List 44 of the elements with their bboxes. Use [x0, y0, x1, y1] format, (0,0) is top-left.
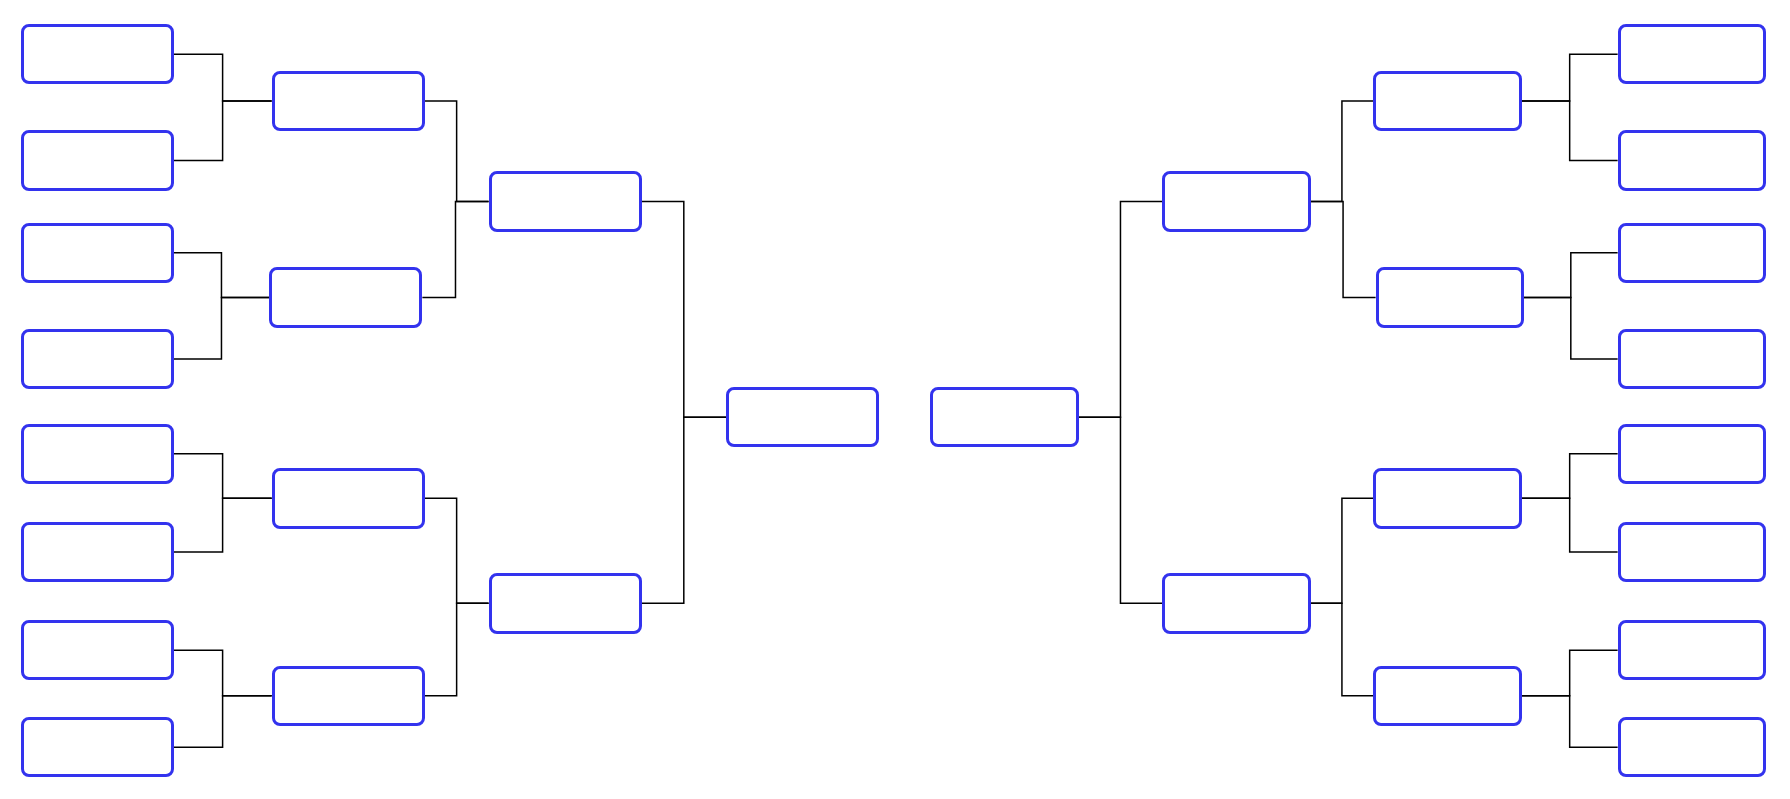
empty-bracket-slot	[1617, 423, 1766, 484]
empty-bracket-slot	[1162, 573, 1311, 634]
bracket-connector	[172, 296, 271, 360]
bracket-connector	[1521, 100, 1619, 162]
empty-bracket-slot	[1617, 23, 1766, 85]
empty-bracket-slot	[20, 619, 174, 681]
bracket-connector	[1309, 200, 1377, 299]
empty-bracket-slot	[269, 267, 423, 328]
bracket-connector	[172, 497, 273, 553]
bracket-connector	[640, 416, 727, 605]
empty-bracket-slot	[271, 70, 425, 132]
empty-bracket-slot	[1373, 665, 1522, 727]
bracket-connector	[1523, 296, 1619, 360]
bracket-connector	[1521, 497, 1619, 553]
empty-bracket-slot	[20, 23, 174, 85]
empty-bracket-slot	[20, 222, 174, 284]
bracket-connector	[172, 695, 273, 748]
bracket-connector	[172, 100, 273, 162]
empty-bracket-slot	[488, 171, 642, 232]
empty-bracket-slot	[20, 328, 174, 390]
empty-bracket-slot	[1162, 171, 1311, 232]
empty-bracket-slot	[271, 468, 425, 529]
empty-bracket-slot	[1617, 521, 1766, 583]
empty-bracket-slot	[1617, 328, 1766, 390]
empty-bracket-slot	[1373, 70, 1522, 132]
bracket-connector	[1521, 695, 1619, 748]
empty-bracket-slot	[1375, 267, 1524, 328]
bracket-connector	[421, 200, 490, 299]
empty-bracket-slot	[1617, 619, 1766, 681]
empty-bracket-slot	[1617, 222, 1766, 284]
empty-bracket-slot	[20, 521, 174, 583]
empty-bracket-slot	[1373, 468, 1522, 529]
empty-bracket-slot	[20, 423, 174, 484]
empty-bracket-slot	[1617, 130, 1766, 191]
empty-bracket-slot	[1617, 716, 1766, 778]
empty-bracket-slot	[726, 387, 879, 448]
bracket-connector	[1309, 602, 1375, 697]
empty-bracket-slot	[271, 665, 425, 727]
bracket-connector	[1078, 416, 1163, 605]
empty-bracket-slot	[20, 130, 174, 191]
bracket-connector	[423, 602, 490, 697]
empty-bracket-slot	[488, 573, 642, 634]
empty-bracket-slot	[20, 716, 174, 778]
empty-bracket-slot	[930, 387, 1079, 448]
